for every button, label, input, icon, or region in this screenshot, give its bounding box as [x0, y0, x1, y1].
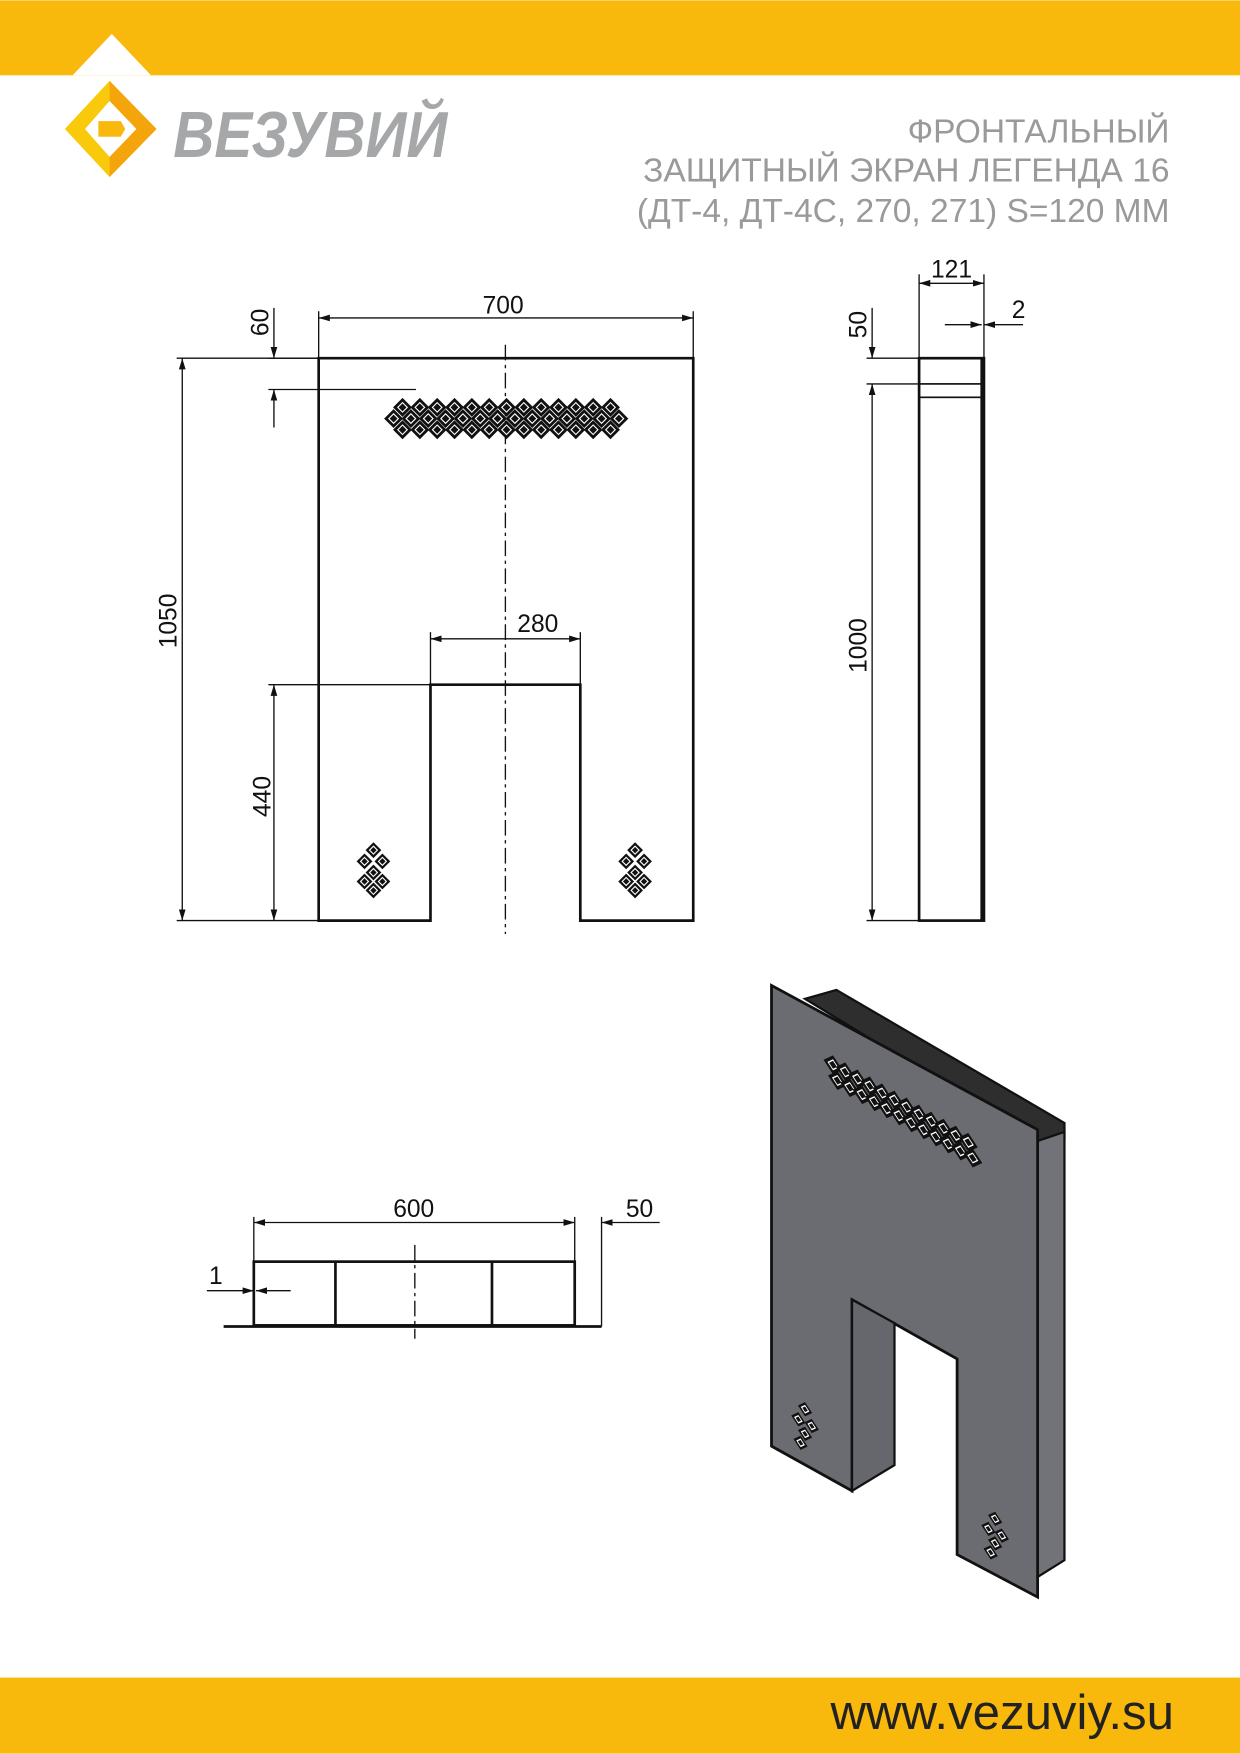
ornament-knot — [522, 409, 542, 429]
title-line-1: ФРОНТАЛЬНЫЙ — [908, 112, 1170, 150]
side-view: 121 2 50 1000 — [846, 257, 1026, 922]
dim-opening-width: 280 — [517, 611, 558, 638]
dim-side-top-offset: 50 — [846, 311, 873, 338]
ornament-knot — [988, 1536, 1003, 1551]
ornament-knot — [793, 1435, 808, 1450]
ornament-knot — [963, 1148, 983, 1168]
bottom-left-ornament — [356, 842, 391, 899]
ornament-knot — [636, 853, 652, 870]
ornament-knot — [618, 873, 635, 890]
iso-bottom-left-ornament — [791, 1402, 819, 1450]
dim-width: 700 — [483, 292, 524, 319]
iso-bottom-right-ornament — [981, 1511, 1009, 1560]
ornament-knot — [627, 842, 644, 859]
footer-band — [0, 1677, 1240, 1754]
ornament-knot — [374, 853, 391, 870]
top-ornament — [384, 397, 629, 440]
isometric-view — [770, 983, 1066, 1600]
ornament-knot — [618, 853, 635, 870]
ornament-knot — [627, 864, 644, 881]
bottom-view: 600 50 1 — [206, 1196, 660, 1339]
ornament-knot — [791, 1412, 806, 1427]
dim-bottom-thickness: 1 — [209, 1263, 223, 1290]
dim-thickness: 2 — [1012, 297, 1026, 324]
dim-bottom-side: 50 — [626, 1196, 653, 1223]
logo-notch — [72, 33, 151, 76]
ornament-knot — [627, 882, 644, 899]
dim-side-height: 1000 — [846, 618, 873, 673]
logo-text: ВЕЗУВИЙ — [173, 97, 448, 171]
ornament-knot — [958, 1132, 978, 1152]
dim-opening-height: 440 — [250, 776, 277, 817]
ornament-knot — [983, 1545, 998, 1560]
ornament-knot — [356, 853, 373, 870]
ornament-knot — [994, 1528, 1009, 1543]
dim-top-offset: 60 — [247, 309, 274, 336]
dim-depth: 121 — [931, 257, 972, 284]
dim-height: 1050 — [156, 594, 183, 649]
ornament-knot — [365, 842, 382, 859]
ornament-knot — [981, 1521, 996, 1536]
title-line-3: (ДТ-4, ДТ-4С, 270, 271) S=120 ММ — [637, 193, 1170, 230]
ornament-knot — [804, 1418, 819, 1434]
ornament-knot — [797, 1426, 813, 1441]
iso-top-ornament — [823, 1055, 983, 1168]
title-line-2: ЗАЩИТНЫЙ ЭКРАН ЛЕГЕНДА 16 — [643, 152, 1169, 190]
header-band — [0, 0, 1240, 76]
ornament-knot — [374, 873, 391, 890]
bottom-right-ornament — [618, 842, 652, 899]
logo-icon — [64, 80, 157, 178]
website-link[interactable]: www.vezuviy.su — [830, 1685, 1174, 1740]
dim-bottom-width: 600 — [393, 1196, 434, 1223]
front-view: 700 60 1050 440 280 — [156, 292, 695, 935]
ornament-knot — [988, 1511, 1003, 1526]
ornament-knot — [797, 1402, 813, 1417]
